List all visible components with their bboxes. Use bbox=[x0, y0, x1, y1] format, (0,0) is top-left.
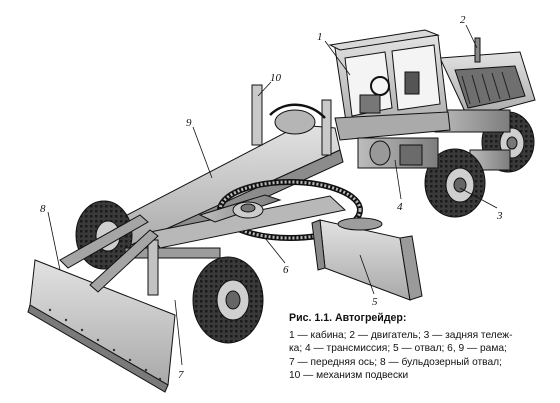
rear-bogie bbox=[424, 111, 535, 218]
cab bbox=[328, 29, 451, 141]
bulldozer-blade bbox=[27, 214, 176, 393]
callout-10: 10 bbox=[270, 72, 282, 84]
drawbar-circle bbox=[149, 179, 363, 249]
caption-title-line: Рис. 1.1. Автогрейдер: bbox=[289, 312, 557, 326]
callout-7: 7 bbox=[178, 369, 184, 381]
figure-caption: Рис. 1.1. Автогрейдер: 1 — кабина; 2 — д… bbox=[289, 312, 557, 383]
suspension-post-left bbox=[251, 84, 263, 146]
callout-3: 3 bbox=[496, 210, 503, 222]
callout-5: 5 bbox=[372, 296, 378, 308]
transmission bbox=[357, 137, 439, 169]
suspension-post-right bbox=[321, 99, 332, 156]
exhaust-pipe bbox=[474, 37, 481, 63]
legend-line-3: 7 — передняя ось; 8 — бульдозерный отвал… bbox=[289, 356, 502, 368]
figure-title: Автогрейдер: bbox=[334, 312, 407, 324]
engine-hood bbox=[434, 37, 536, 133]
legend-line-4: 10 — механизм подвески bbox=[289, 370, 409, 382]
figure-number: Рис. 1.1. bbox=[289, 312, 333, 324]
legend-line-1: 1 — кабина; 2 — двигатель; 3 — задняя те… bbox=[289, 329, 513, 341]
callout-8: 8 bbox=[40, 203, 46, 215]
callout-4: 4 bbox=[397, 201, 403, 213]
callout-numbers: 1 2 3 4 5 6 7 8 9 10 bbox=[40, 14, 503, 381]
callout-2: 2 bbox=[460, 14, 466, 26]
callout-9: 9 bbox=[186, 117, 192, 129]
callout-6: 6 bbox=[283, 264, 289, 276]
callout-leaders bbox=[47, 24, 498, 366]
legend-line-2: ка; 4 — трансмиссия; 5 — отвал; 6, 9 — р… bbox=[289, 343, 507, 355]
moldboard bbox=[311, 217, 423, 301]
callout-1: 1 bbox=[317, 31, 323, 43]
